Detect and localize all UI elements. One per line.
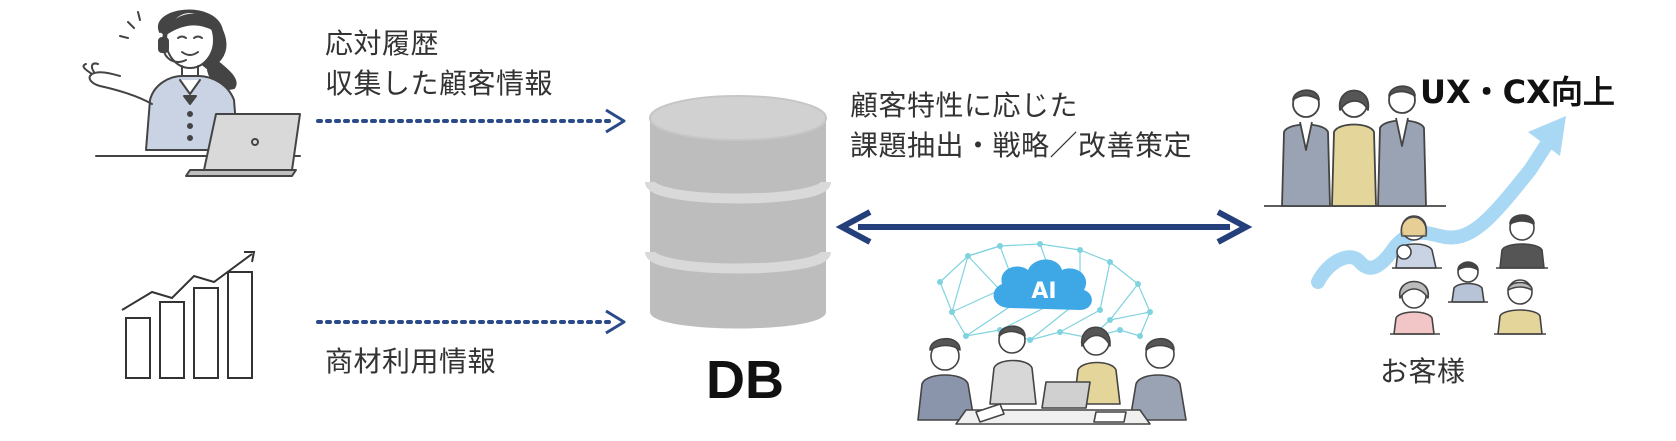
customers-group-icon — [1390, 214, 1548, 335]
analysis-label-line1: 顧客特性に応じた — [850, 89, 1079, 122]
operator-with-headset-icon — [82, 9, 301, 177]
upward-trend-arrow-icon — [1311, 116, 1566, 289]
collected-customer-info-label: 収集した顧客情報 — [325, 67, 554, 100]
customers-label: お客様 — [1380, 355, 1466, 388]
ai-cloud-badge: AI — [993, 259, 1092, 310]
analysis-label-line2: 課題抽出・戦略／改善策定 — [850, 129, 1193, 162]
db-label: DB — [706, 350, 784, 410]
database-cylinder-icon — [645, 95, 831, 329]
ai-label: AI — [1031, 279, 1056, 304]
product-usage-label: 商材利用情報 — [325, 345, 497, 378]
growth-bar-chart-icon — [121, 251, 256, 379]
contact-history-label: 応対履歴 — [325, 27, 440, 60]
staff-group-icon — [1264, 85, 1446, 207]
ux-cx-improvement-title: UX・CX向上 — [1420, 73, 1615, 111]
team-discussion-ai-icon: AI — [917, 241, 1187, 425]
input-arrow-bottom — [316, 309, 626, 335]
input-arrow-top — [316, 108, 626, 134]
bidirectional-arrow — [835, 209, 1253, 245]
